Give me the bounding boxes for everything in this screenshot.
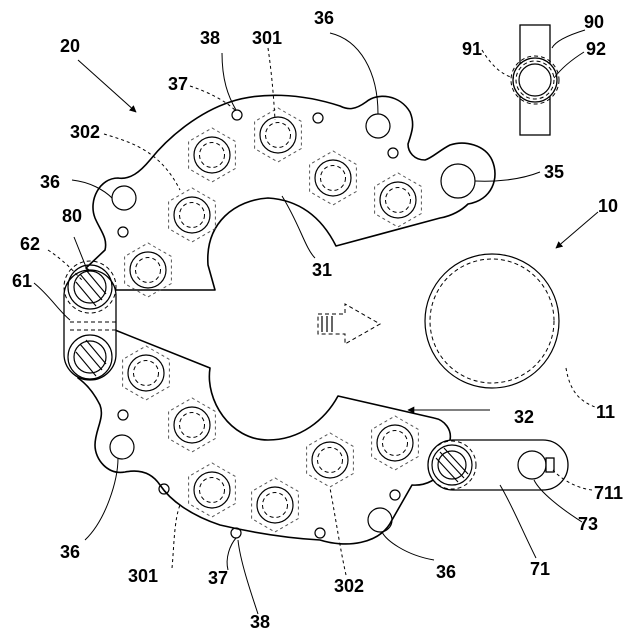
link-tab-711 (546, 458, 554, 472)
label-302-left: 302 (70, 122, 100, 142)
label-10: 10 (598, 196, 618, 216)
label-37-top: 37 (168, 74, 188, 94)
label-91: 91 (462, 39, 482, 59)
lower-plate (78, 330, 450, 544)
label-11: 11 (596, 402, 615, 422)
label-38-top: 38 (200, 28, 220, 48)
direction-arrow (318, 304, 380, 344)
small-hole-37-lower (231, 528, 241, 538)
link-assembly (428, 440, 568, 490)
label-36-top: 36 (314, 8, 334, 28)
label-36-left: 36 (40, 172, 60, 192)
label-301-bottom: 301 (128, 566, 158, 586)
upper-plate (86, 95, 495, 297)
label-37-bottom: 37 (208, 568, 228, 588)
label-61: 61 (12, 271, 32, 291)
label-62: 62 (20, 234, 40, 254)
label-92: 92 (586, 39, 606, 59)
label-80: 80 (62, 206, 82, 226)
hinge-assembly (64, 261, 116, 380)
detail-view (511, 25, 559, 135)
label-36-bottom-right: 36 (436, 562, 456, 582)
label-71: 71 (530, 559, 550, 579)
label-31: 31 (312, 260, 332, 280)
label-301-top: 301 (252, 28, 282, 48)
label-73: 73 (578, 514, 598, 534)
label-90: 90 (584, 12, 604, 32)
label-711: 711 (594, 483, 623, 503)
label-35: 35 (544, 162, 564, 182)
ring-component (425, 254, 559, 388)
label-302-bottom: 302 (334, 576, 364, 596)
label-20: 20 (60, 36, 80, 56)
label-38-bottom: 38 (250, 612, 270, 632)
label-32: 32 (514, 407, 534, 427)
label-36-bottom-left: 36 (60, 542, 80, 562)
